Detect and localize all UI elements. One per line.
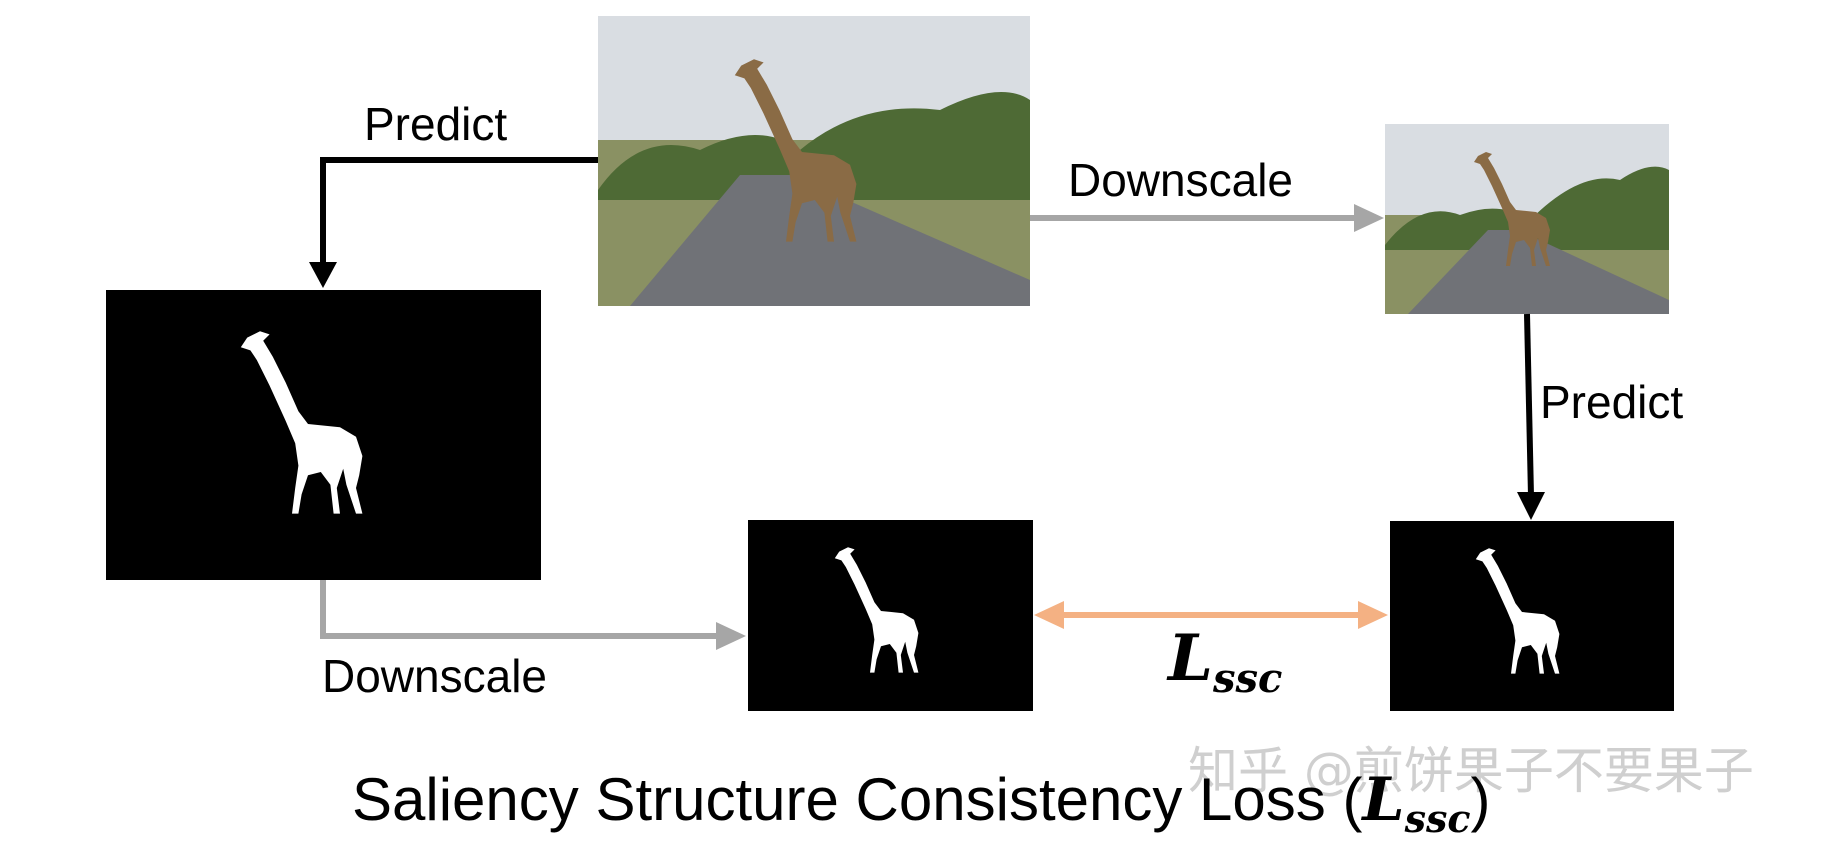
downscale-label-top: Downscale <box>1068 154 1293 206</box>
caption-symbol-subscript: ssc <box>1404 796 1471 841</box>
caption-close: ) <box>1471 766 1491 833</box>
loss-double-arrow <box>1034 601 1388 629</box>
loss-symbol-letter: L <box>1166 621 1213 696</box>
saliency-mask-downscaled <box>748 520 1033 711</box>
caption-text: Saliency Structure Consistency Loss ( <box>352 766 1362 833</box>
caption: Saliency Structure Consistency Loss (Lss… <box>352 765 1491 841</box>
predict-label-top: Predict <box>364 98 507 150</box>
watermark: 知乎 @煎饼果子不要果子 <box>1188 742 1754 800</box>
loss-symbol-subscript: ssc <box>1212 655 1282 702</box>
downscale-arrow-top <box>1030 204 1384 232</box>
photo-trees <box>1385 166 1669 250</box>
predict-label-right: Predict <box>1540 376 1683 428</box>
giraffe-photo-small <box>1385 124 1669 314</box>
predict-arrow-right <box>1517 313 1545 520</box>
downscale-arrow-bottom <box>320 580 746 650</box>
photo-trees <box>598 92 1030 200</box>
giraffe-photo-large <box>598 16 1030 306</box>
caption-symbol-letter: L <box>1360 765 1404 835</box>
photo-road <box>1408 230 1669 314</box>
saliency-mask-from-small <box>1390 521 1674 711</box>
predict-arrow-left <box>309 157 598 288</box>
loss-symbol: Lssc <box>1166 621 1282 702</box>
downscale-label-bottom: Downscale <box>322 650 547 702</box>
saliency-mask-large <box>106 290 541 580</box>
